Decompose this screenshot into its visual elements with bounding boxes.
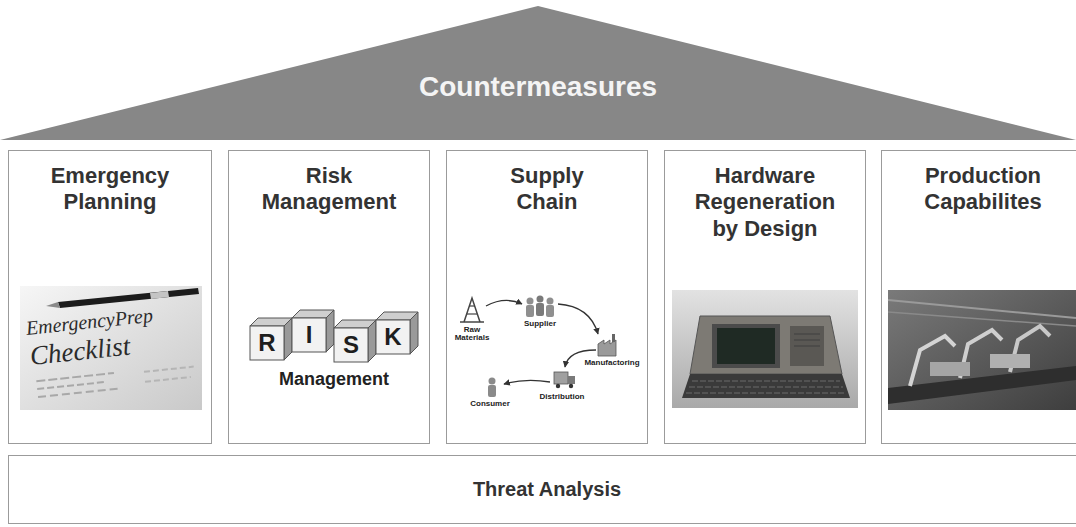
pillar-title: Risk Management xyxy=(239,163,419,216)
cube-side xyxy=(326,310,334,352)
foundation-title: Threat Analysis xyxy=(473,478,621,501)
pillar-title: Production Capabilites xyxy=(898,163,1068,216)
distribution-icon xyxy=(554,372,575,388)
car-body xyxy=(930,362,970,376)
chimney xyxy=(612,334,615,342)
person-head xyxy=(547,298,554,305)
roof-triangle: Countermeasures xyxy=(0,0,1076,142)
vent xyxy=(794,340,820,341)
conveyor xyxy=(888,366,1076,404)
pillar-box: Risk Management xyxy=(228,150,430,444)
print-line xyxy=(37,382,105,389)
vent xyxy=(794,334,820,335)
derrick-bar xyxy=(469,305,475,306)
derrick-bar xyxy=(467,313,477,314)
chain-step: Manufactoring xyxy=(584,359,639,367)
screen xyxy=(717,328,775,364)
wheel xyxy=(556,384,560,388)
pillar-box: Emergency Planning xyxy=(8,150,212,444)
robot-arm xyxy=(910,336,955,386)
cube-front xyxy=(376,320,410,354)
derrick-icon xyxy=(460,298,484,322)
pillar-title: Supply Chain xyxy=(497,163,597,216)
cube-front xyxy=(292,318,326,352)
factory-shape xyxy=(598,340,616,356)
cube-front xyxy=(334,328,368,362)
cube-letter: I xyxy=(306,321,313,349)
derrick-base xyxy=(460,321,484,323)
cube-letter: S xyxy=(343,331,359,359)
cube-side xyxy=(284,318,292,360)
pillar-box: Hardware Regeneration by Design xyxy=(664,150,866,444)
car-body xyxy=(990,354,1030,368)
side-panel xyxy=(790,326,824,366)
key-row xyxy=(686,393,846,394)
flow-arrow xyxy=(558,304,598,334)
pen-band xyxy=(150,291,169,299)
cube-side xyxy=(368,320,376,362)
key-row xyxy=(692,381,840,382)
person-body xyxy=(526,305,534,317)
chain-step: Supplier xyxy=(524,320,556,328)
ceiling-beam xyxy=(888,312,1076,326)
person-head xyxy=(527,298,534,305)
chain-step: Consumer xyxy=(470,400,510,408)
print-line xyxy=(36,373,114,381)
person-head xyxy=(537,296,544,303)
computer-photo xyxy=(672,290,858,408)
wheel xyxy=(569,384,573,388)
screen-bezel xyxy=(712,324,780,368)
roof-fill xyxy=(0,6,1076,140)
pillar-title: Hardware Regeneration by Design xyxy=(685,163,845,242)
person-body xyxy=(546,305,554,317)
person-head xyxy=(489,378,496,385)
risk-cubes xyxy=(250,310,418,362)
key-row xyxy=(689,387,843,388)
checklist-lines xyxy=(36,365,195,397)
chain-step: Raw Materials xyxy=(448,326,496,343)
ceiling-beam xyxy=(888,300,1076,318)
derrick-frame xyxy=(464,298,480,322)
flow-arrow xyxy=(504,380,550,384)
keyboard xyxy=(682,374,850,398)
cube-letter: R xyxy=(258,329,275,357)
checklist-photo xyxy=(20,286,202,410)
pillar-title: Emergency Planning xyxy=(30,163,190,216)
pen-tip xyxy=(46,302,60,308)
print-line xyxy=(38,388,121,397)
photo-text: Checklist xyxy=(29,332,132,371)
photo-text: EmergencyPrep xyxy=(25,305,154,339)
truck-box xyxy=(554,372,568,384)
cube-letter: K xyxy=(384,323,401,351)
factory-icon xyxy=(598,334,616,356)
factory-photo xyxy=(888,290,1076,410)
supplier-icon xyxy=(526,296,554,318)
foundation-band: Threat Analysis xyxy=(8,455,1076,524)
pen-body xyxy=(58,288,199,308)
chain-step: Distribution xyxy=(540,393,585,401)
flow-arrow xyxy=(486,300,522,306)
supply-chain-illustration xyxy=(460,296,616,398)
cube-front xyxy=(250,326,284,360)
pillar-box: Production Capabilites xyxy=(881,150,1076,444)
roof-title: Countermeasures xyxy=(419,70,657,104)
person-body xyxy=(536,303,544,316)
print-line xyxy=(144,367,194,372)
image-caption: Management xyxy=(279,370,389,389)
truck-cab xyxy=(568,376,575,384)
vent xyxy=(794,346,820,347)
print-line xyxy=(145,377,191,382)
cube-side xyxy=(410,312,418,354)
person-body xyxy=(488,385,496,397)
computer-case xyxy=(690,316,842,374)
consumer-icon xyxy=(488,378,496,398)
